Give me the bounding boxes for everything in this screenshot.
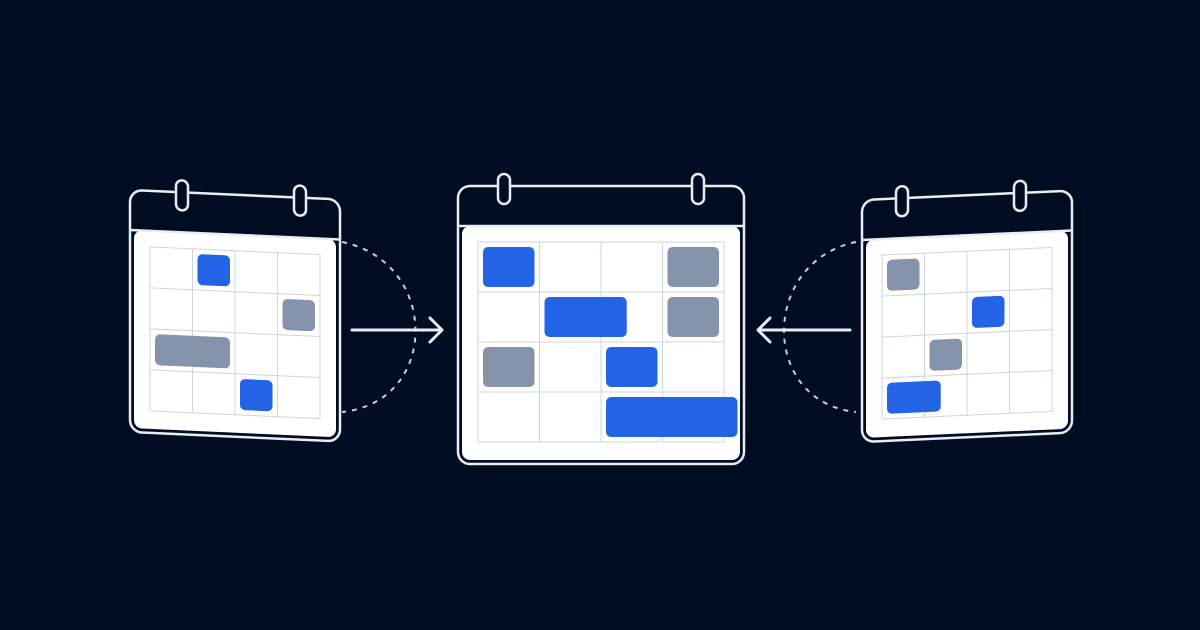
calendar-grid	[477, 241, 725, 443]
event-block-blue	[606, 397, 738, 437]
binder-ring-icon	[174, 179, 190, 212]
grid-row-line	[882, 287, 1052, 297]
event-block-blue	[972, 295, 1005, 328]
merge-arrows	[350, 316, 852, 344]
binder-ring-icon	[292, 184, 308, 217]
arrow-head-icon	[428, 316, 444, 344]
event-block-blue	[240, 379, 273, 412]
event-block-blue	[197, 254, 230, 287]
left-to-center-arrow	[350, 316, 444, 344]
calendar-grid	[149, 246, 321, 420]
calendar-header-line	[130, 228, 340, 241]
grid-row-line	[150, 287, 320, 297]
event-block-blue	[606, 347, 658, 387]
binder-ring-icon	[496, 172, 512, 206]
binder-ring-icon	[690, 172, 706, 206]
binder-ring-icon	[1012, 179, 1028, 213]
right-to-center-arrow	[756, 316, 852, 344]
grid-row-line	[150, 328, 320, 338]
calendar-events	[483, 247, 738, 437]
event-block-gray	[282, 299, 315, 332]
event-block-gray	[667, 297, 719, 337]
event-block-gray	[887, 258, 920, 291]
left-calendar	[128, 179, 342, 443]
grid-row-line	[882, 369, 1052, 379]
calendar-header-line	[862, 229, 1072, 242]
calendar-events	[887, 258, 1005, 414]
right-calendar	[860, 179, 1074, 443]
event-block-gray	[667, 247, 719, 287]
calendar-events	[155, 254, 315, 412]
event-block-blue	[887, 380, 941, 414]
event-block-gray	[929, 338, 962, 371]
grid-row-line	[882, 328, 1052, 338]
binder-ring-icon	[894, 184, 910, 218]
center-calendar	[456, 172, 746, 466]
grid-row-line	[150, 369, 320, 379]
event-block-gray	[155, 334, 230, 369]
event-block-blue	[544, 297, 627, 337]
event-block-gray	[483, 347, 535, 387]
arrow-head-icon	[756, 316, 772, 344]
event-block-blue	[483, 247, 535, 287]
